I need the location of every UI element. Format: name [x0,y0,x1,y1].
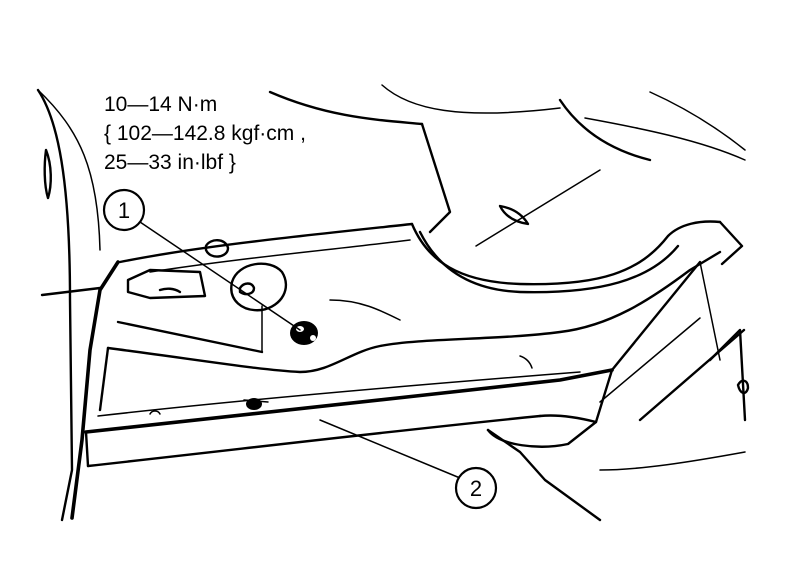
lower-sill-flange [84,260,750,522]
torque-specification: 10—14 N·m { 102—142.8 kgf·cm , 25—33 in·… [104,90,306,177]
torque-line-nm: 10—14 N·m [104,93,218,116]
upper-pillar [268,84,746,247]
sill-upper-rail [118,220,744,294]
callout-1-number: 1 [118,198,130,223]
torque-line-kgfcm: { 102—142.8 kgf·cm , [104,122,306,145]
callout-2-number: 2 [470,476,482,501]
fastener-1 [290,321,318,345]
left-body-panel [36,88,120,522]
side-sill [98,250,722,415]
callout-2: 2 [454,466,498,510]
torque-line-inlbf: 25—33 in·lbf } [104,151,236,174]
leader-lines [139,221,461,479]
fastener-2 [243,398,269,410]
mounting-bracket [126,239,288,312]
callout-1: 1 [102,188,146,232]
